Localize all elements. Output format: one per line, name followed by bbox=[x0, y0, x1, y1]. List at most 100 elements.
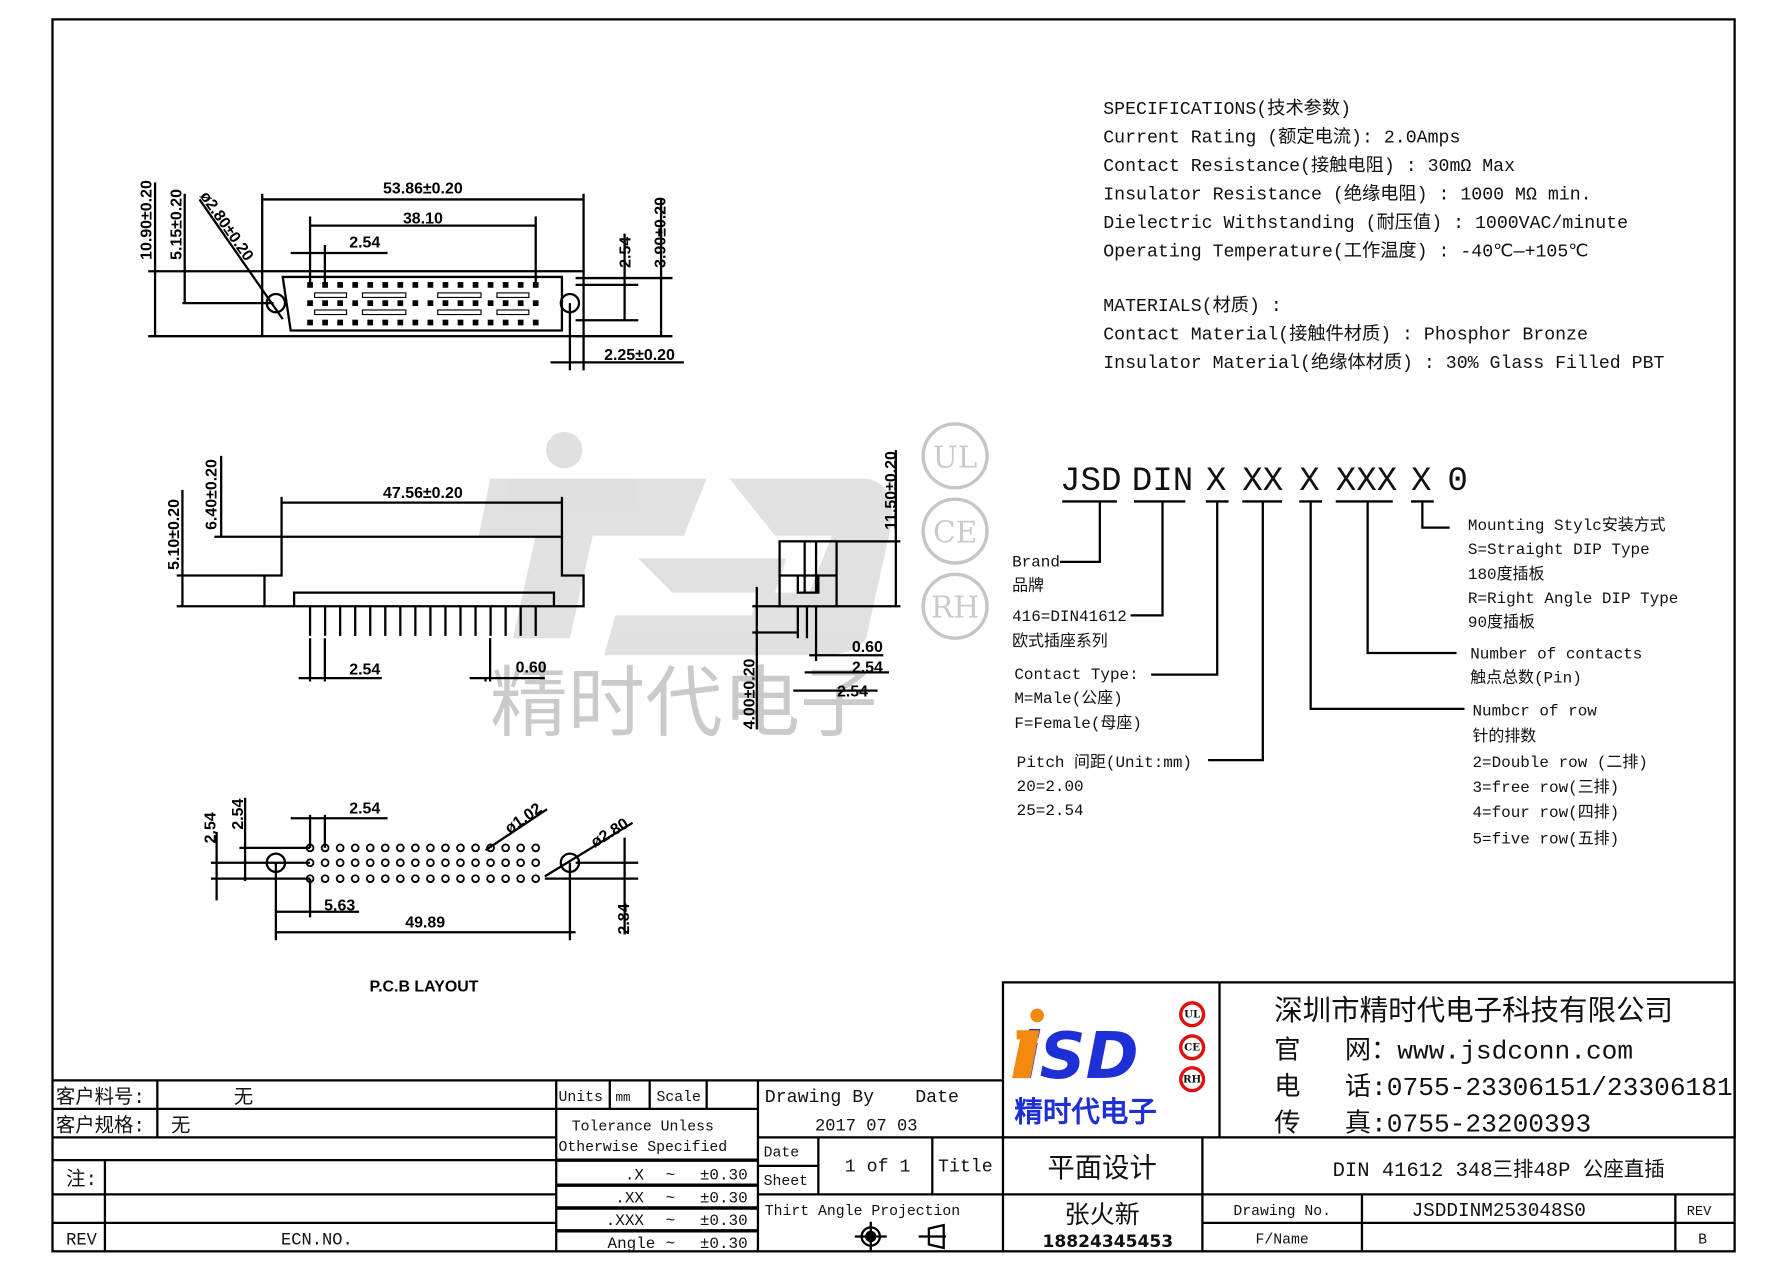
dim-pin: 0.60 bbox=[516, 659, 547, 676]
pcb-hole bbox=[471, 843, 480, 853]
material-line: Insulator Material(绝缘体材质) : 30% Glass Fi… bbox=[1103, 352, 1664, 374]
pcb-hole bbox=[320, 843, 330, 853]
projection-label: Thirt Angle Projection bbox=[765, 1204, 960, 1220]
pcb-hole bbox=[516, 858, 525, 868]
contact-pin bbox=[457, 319, 464, 326]
contact-pin bbox=[502, 282, 509, 288]
tolerance-key: .X bbox=[625, 1167, 645, 1185]
design-label: 平面设计 bbox=[1047, 1153, 1156, 1184]
legend-text: S=Straight DIP Type bbox=[1468, 541, 1650, 559]
dim-hole-offset: 5.15±0.20 bbox=[168, 189, 185, 260]
contact-pin bbox=[532, 282, 539, 288]
material-line: Contact Material(接触件材质) : Phosphor Bronz… bbox=[1103, 324, 1588, 346]
dim-pin-span: 38.10 bbox=[403, 210, 443, 227]
contact-bar bbox=[437, 292, 482, 299]
cert-ce: CE bbox=[1184, 1042, 1200, 1054]
drawing-by-label: Drawing By bbox=[765, 1088, 874, 1108]
pn-leader-lines bbox=[1059, 500, 1465, 762]
tolerance-key: .XX bbox=[615, 1189, 644, 1207]
contact-pin bbox=[487, 319, 494, 326]
pcb-hole bbox=[486, 858, 495, 868]
pcb-hole bbox=[411, 858, 420, 868]
contact-bar bbox=[314, 292, 348, 299]
cert-ul: UL bbox=[1184, 1009, 1200, 1021]
pcb-hole bbox=[501, 843, 510, 853]
pcb-hole bbox=[426, 858, 435, 868]
sheet-label: Sheet bbox=[764, 1174, 808, 1190]
materials-heading: MATERIALS(材质) : bbox=[1103, 295, 1282, 317]
watermark: 精时代电子 UL CE RH bbox=[478, 422, 989, 748]
date-value: 2017 07 03 bbox=[815, 1118, 918, 1137]
pcb-hole bbox=[411, 874, 420, 883]
pcb-layout: 2.54 2.54 2.54 ø1.02 ø2.80 5.63 49.89 2.… bbox=[202, 797, 639, 995]
pcb-hole bbox=[350, 843, 360, 853]
pcb-hole bbox=[486, 843, 495, 853]
legend-text: 触点总数(Pin) bbox=[1470, 669, 1582, 688]
pcb-hole bbox=[305, 858, 315, 868]
fname-label: F/Name bbox=[1256, 1232, 1309, 1248]
pcb-hole bbox=[441, 874, 450, 883]
contact-pin bbox=[337, 300, 343, 306]
contact-pin bbox=[412, 319, 419, 326]
contact-pin bbox=[532, 319, 539, 326]
pcb-layout-title: P.C.B LAYOUT bbox=[370, 978, 479, 995]
pcb-hole bbox=[365, 843, 375, 853]
dim-pitch: 2.54 bbox=[349, 662, 380, 679]
contact-pin bbox=[337, 319, 343, 326]
ecn-label: ECN.NO. bbox=[281, 1231, 353, 1250]
pcb-hole bbox=[501, 858, 510, 868]
title-block-grid bbox=[52, 981, 1736, 1252]
contact-pin bbox=[382, 319, 389, 326]
logo-i bbox=[1012, 1030, 1040, 1079]
contact-pins bbox=[307, 282, 539, 326]
specifications: SPECIFICATIONS(技术参数) Current Rating (额定电… bbox=[1103, 98, 1664, 374]
contact-pin bbox=[352, 300, 359, 306]
tel-value: 话:0755-23306151/23306181 bbox=[1345, 1072, 1733, 1103]
contact-pin bbox=[367, 300, 374, 306]
watermark-logo-shape bbox=[478, 478, 892, 656]
pcb-hole bbox=[456, 858, 465, 868]
pcb-hole bbox=[471, 858, 480, 868]
contact-pin bbox=[487, 282, 494, 288]
dim-height: 10.90±0.20 bbox=[139, 180, 156, 260]
contact-pin bbox=[397, 282, 404, 288]
tolerance-heading: Otherwise Specified bbox=[558, 1140, 727, 1156]
legend-text: Pitch 间距(Unit:mm) bbox=[1017, 753, 1192, 772]
legend-text: 2=Double row (二排) bbox=[1472, 753, 1647, 772]
rev-label: REV bbox=[66, 1231, 97, 1250]
contact-pin bbox=[472, 300, 479, 306]
pn-rows: X bbox=[1299, 463, 1320, 501]
customer-spec-value: 无 bbox=[171, 1116, 190, 1138]
legend-text: Contact Type: bbox=[1014, 666, 1138, 684]
sheet-value: 1 of 1 bbox=[845, 1158, 911, 1178]
watermark-cert-ce: CE bbox=[933, 514, 977, 549]
spec-line: Current Rating (额定电流): 2.0Amps bbox=[1103, 126, 1460, 148]
pcb-hole bbox=[471, 874, 480, 883]
contact-pin bbox=[307, 319, 313, 326]
legend-text: 416=DIN41612 bbox=[1012, 608, 1127, 626]
spec-heading: SPECIFICATIONS(技术参数) bbox=[1103, 98, 1351, 120]
watermark-cert-rh: RH bbox=[931, 590, 979, 625]
dim-pin: 0.60 bbox=[852, 639, 883, 656]
dim-pitch: 2.54 bbox=[837, 683, 868, 700]
contact-pin bbox=[427, 319, 434, 326]
contact-pin bbox=[517, 300, 524, 306]
pcb-hole bbox=[441, 858, 450, 868]
dim-pitch: 2.54 bbox=[852, 659, 883, 676]
legend-text: Numbcr of row bbox=[1472, 703, 1597, 721]
dim-tail: 4.00±0.20 bbox=[742, 658, 759, 729]
legend-text: 20=2.00 bbox=[1017, 778, 1084, 796]
pcb-hole bbox=[335, 843, 345, 853]
pcb-hole bbox=[411, 843, 420, 853]
dim-h1: 6.40±0.20 bbox=[204, 459, 221, 530]
contact-pin bbox=[412, 300, 419, 306]
company-name: 深圳市精时代电子科技有限公司 bbox=[1274, 994, 1673, 1027]
pcb-holes bbox=[305, 843, 541, 883]
tolerance-key: .XXX bbox=[606, 1212, 645, 1230]
legend-text: Brand bbox=[1012, 553, 1060, 571]
contact-pin bbox=[307, 282, 313, 288]
pcb-hole bbox=[380, 858, 390, 868]
date2-label: Date bbox=[764, 1146, 800, 1162]
fax-value: 真:0755-23200393 bbox=[1345, 1109, 1591, 1140]
pcb-hole bbox=[305, 843, 315, 853]
